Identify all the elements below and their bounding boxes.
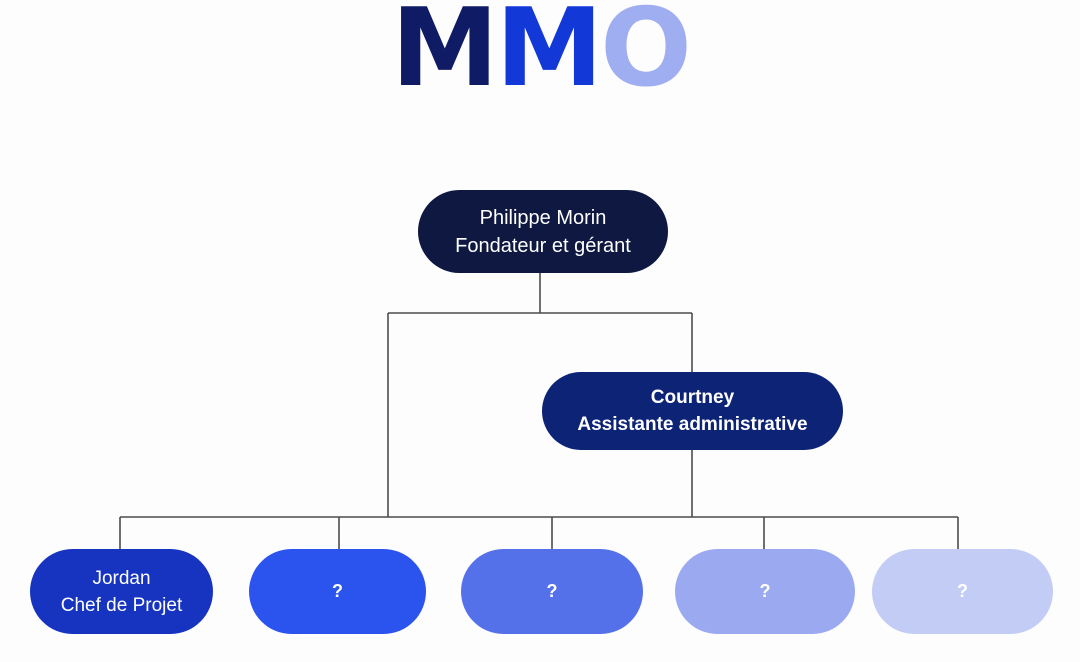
- org-node-team-unknown-4: ?: [872, 549, 1053, 634]
- company-logo: MMO: [0, 0, 1080, 109]
- logo-letter-m1: M: [391, 0, 498, 111]
- org-node-team-unknown-1: ?: [249, 549, 426, 634]
- org-node-team-jordan: Jordan Chef de Projet: [30, 549, 213, 634]
- org-node-team-unknown-2: ?: [461, 549, 643, 634]
- logo-letter-m2: M: [495, 0, 603, 111]
- org-node-team-unknown-3: ?: [675, 549, 855, 634]
- org-node-founder: Philippe Morin Fondateur et gérant: [418, 190, 668, 273]
- org-node-assistant: Courtney Assistante administrative: [542, 372, 843, 450]
- logo-letter-o: O: [600, 0, 692, 111]
